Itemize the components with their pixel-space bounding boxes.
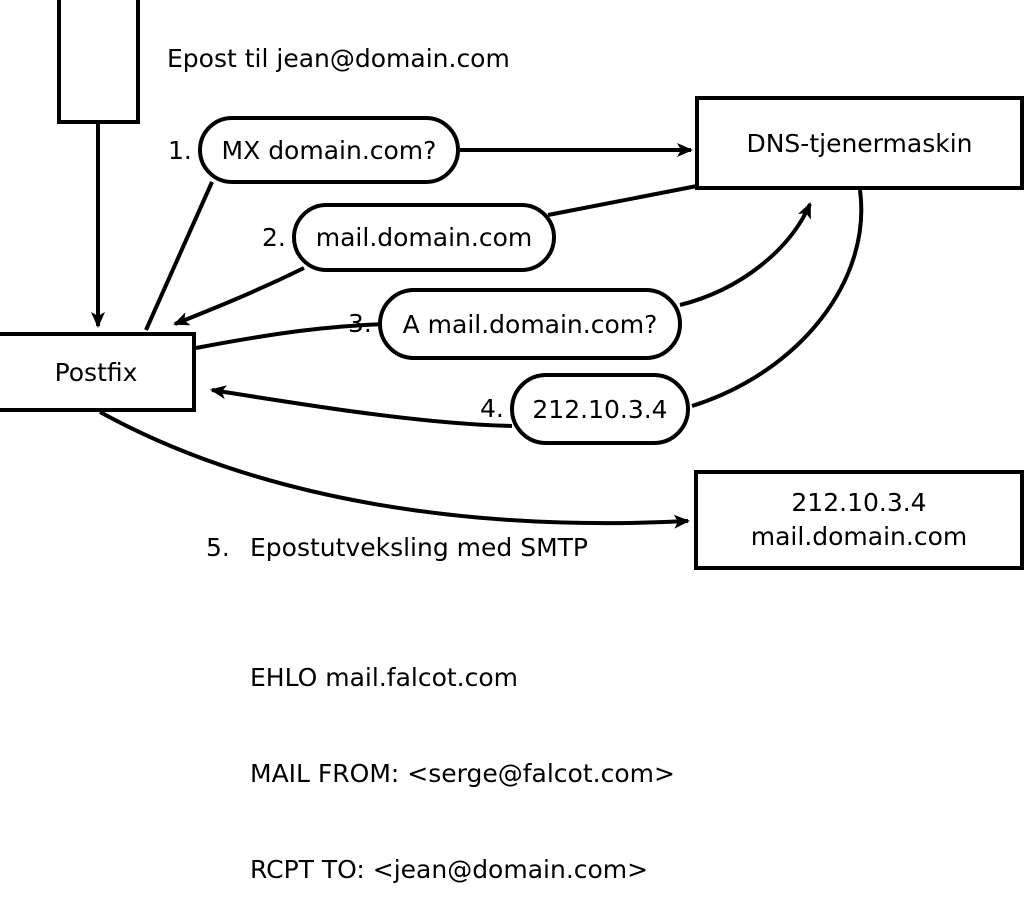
step-3-bubble[interactable]: A mail.domain.com? <box>378 288 682 360</box>
dns-server-box[interactable]: DNS-tjenermaskin <box>695 96 1024 190</box>
smtp-line: MAIL FROM: <serge@falcot.com> <box>250 759 675 788</box>
step-4-label: 212.10.3.4 <box>532 394 668 424</box>
step-1-number: 1. <box>168 136 192 165</box>
step-5-number: 5. <box>206 533 230 562</box>
client-box[interactable] <box>57 0 140 124</box>
step-5-label: Epostutveksling med SMTP <box>250 533 589 562</box>
edge-postfix-to-mailserver <box>99 410 690 529</box>
edge-postfix-to-step1 <box>144 181 214 331</box>
mail-server-hostname: mail.domain.com <box>750 522 968 551</box>
postfix-box[interactable]: Postfix <box>0 332 196 412</box>
postfix-label: Postfix <box>54 357 138 387</box>
step-1-bubble[interactable]: MX domain.com? <box>198 116 460 184</box>
edge-step3-to-dns <box>679 202 812 307</box>
mail-server-box[interactable]: 212.10.3.4 mail.domain.com <box>694 470 1024 570</box>
edge-step4-to-postfix <box>210 385 513 428</box>
step-2-bubble[interactable]: mail.domain.com <box>292 203 556 272</box>
step-1-label: MX domain.com? <box>221 135 437 165</box>
edge-dns-to-step2 <box>547 184 698 217</box>
dns-server-label: DNS-tjenermaskin <box>746 128 973 158</box>
edge-postfix-to-step3 <box>195 322 385 350</box>
step-3-label: A mail.domain.com? <box>402 309 658 339</box>
step-2-label: mail.domain.com <box>315 223 533 252</box>
mail-server-ip: 212.10.3.4 <box>791 488 927 517</box>
step-4-number: 4. <box>480 394 504 423</box>
email-note: Epost til jean@domain.com <box>167 44 510 73</box>
smtp-line: EHLO mail.falcot.com <box>250 663 519 692</box>
step-3-number: 3. <box>348 309 372 338</box>
edge-step2-to-postfix <box>173 266 305 326</box>
edge-dns-to-step4 <box>691 189 864 408</box>
step-2-number: 2. <box>262 223 286 252</box>
smtp-transcript: EHLO mail.falcot.com MAIL FROM: <serge@f… <box>250 598 675 919</box>
step-4-bubble[interactable]: 212.10.3.4 <box>510 373 690 445</box>
smtp-line: RCPT TO: <jean@domain.com> <box>250 855 649 884</box>
